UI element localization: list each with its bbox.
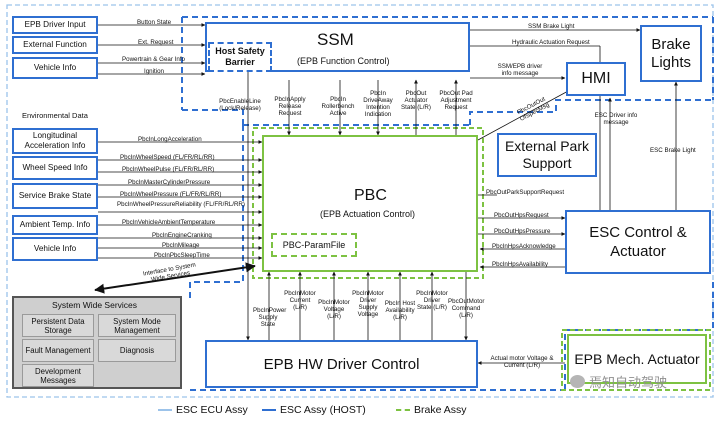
legend-brake-label: Brake Assy [414, 404, 467, 416]
pbc-paramfile-box: PBC-ParamFile [271, 233, 357, 257]
esc-control-box: ESC Control & Actuator [565, 210, 711, 274]
signal-hps-request: PbcOutHpsRequest [494, 212, 549, 219]
signal-actual-motor: Actual motor Voltage & Current (L/R) [490, 355, 554, 369]
pbc-block: PBC (EPB Actuation Control) PBC-ParamFil… [262, 135, 478, 272]
watermark-text: 焉知自动驾驶 [589, 375, 668, 390]
signal-wheel-pulse: PbcInWheelPulse (FL/FR/RL/RR) [122, 166, 215, 173]
signal-wheel-speed: PbcInWheelSpeed (FL/FR/RL/RR) [120, 154, 215, 161]
signal-park-support-req: PbcOutParkSupportRequest [486, 189, 565, 196]
ssm-title: SSM [317, 30, 354, 49]
signal-hps-avail: PbcInHpsAvailability [492, 261, 548, 268]
sws-diagnosis: Diagnosis [98, 339, 176, 362]
pbc-subtitle: (EPB Actuation Control) [320, 209, 416, 219]
sws-development-messages: Development Messages [22, 364, 94, 387]
signal-host-avail: PbcIn Host Availability (L/R) [384, 300, 416, 321]
sws-fault-management: Fault Management [22, 339, 94, 362]
signal-powertrain-gear: Powertrain & Gear Info [122, 56, 185, 63]
signal-ssm-brake-light: SSM Brake Light [528, 23, 575, 30]
signal-mileage: PbcInMileage [162, 242, 200, 249]
signal-motor-command: PbcOutMotor Command (L/R) [448, 298, 485, 319]
signal-motor-voltage: PbcInMotor Voltage (L/R) [318, 299, 350, 320]
wechat-icon [570, 375, 585, 388]
hmi-box: HMI [566, 62, 626, 96]
signal-long-acc: PbcInLongAcceleration [138, 136, 202, 143]
longitudinal-acc-box: Longitudinal Acceleration Info [12, 128, 98, 154]
signal-sleep-time: PbcInPbcSleepTime [154, 252, 210, 259]
brake-lights-box: Brake Lights [640, 25, 702, 82]
signal-hydraulic-request: Hydraulic Actuation Request [512, 39, 590, 46]
signal-ignition: Ignition [144, 68, 164, 75]
signal-pbc-out-pad: PbcOut Pad Adjustment Request [439, 90, 473, 111]
signal-ssm-epb-driver-info: SSM/EPB driver info message [497, 63, 543, 77]
legend-brake: Brake Assy [396, 404, 467, 416]
signal-motor-current: PbcInMotor Current (L/R) [284, 290, 316, 311]
signal-pbc-out-actuator-state: PbcOut Actuator State (L/R) [401, 90, 431, 111]
watermark: 焉知自动驾驶 [570, 372, 667, 391]
epb-driver-input-box: EPB Driver Input [12, 16, 98, 34]
legend-host-label: ESC Assy (HOST) [280, 404, 366, 416]
signal-motor-driver-state: PbcInMotor Driver State (L/R) [416, 290, 448, 311]
vehicle-info-bottom-box: Vehicle Info [12, 237, 98, 261]
epb-mech-actuator-box: EPB Mech. Actuator [567, 334, 707, 384]
ambient-temp-box: Ambient Temp. Info [12, 215, 98, 235]
signal-engine-cranking: PbcInEngineCranking [152, 232, 212, 239]
signal-esc-brake-light: ESC Brake Light [650, 147, 696, 154]
vehicle-info-top-box: Vehicle Info [12, 57, 98, 79]
signal-hps-ack: PbcInHpsAcknowledge [492, 243, 556, 250]
sws-system-mode-mgmt: System Mode Management [98, 314, 176, 337]
signal-power-supply: PbcInPower Supply State [253, 307, 287, 328]
external-function-box: External Function [12, 36, 98, 54]
signal-ambient-temp: PbcInVehicleAmbientTemperature [122, 219, 216, 226]
service-brake-box: Service Brake State [12, 183, 98, 209]
epb-hw-driver-box: EPB HW Driver Control [205, 340, 478, 388]
legend-esc-ecu: ESC ECU Assy [158, 404, 248, 416]
pbc-title: PBC [354, 187, 387, 204]
signal-master-cyl: PbcInMasterCylinderPressure [128, 179, 211, 186]
legend-host-swatch [262, 409, 276, 411]
environmental-data-heading: Environmental Data [22, 111, 88, 120]
signal-ext-request: Ext. Request [138, 39, 174, 46]
signal-hps-pressure: PbcOutHpsPressure [494, 228, 551, 235]
signal-wheel-pressure-rel: PbcInWheelPressureReliability (FL/FR/RL/… [117, 201, 245, 208]
legend-ecu-label: ESC ECU Assy [176, 404, 248, 416]
signal-wheel-pressure: PbcInWheelPressure (FL/FR/RL/RR) [120, 191, 222, 198]
signal-esc-driver-info: ESC Driver info message [594, 112, 638, 126]
wheel-speed-box: Wheel Speed Info [12, 156, 98, 180]
signal-motor-driver-supply: PbcInMotor Driver Supply Voltage [352, 290, 384, 318]
signal-pbc-in-driveaway: PbcIn DriveAway Intention Indication [363, 90, 393, 118]
sws-title: System Wide Services [52, 300, 138, 310]
signal-pbc-in-roller: PbcIn Rollerbench Active [321, 96, 355, 117]
legend-brake-swatch [396, 409, 410, 411]
legend-ecu-swatch [158, 409, 172, 411]
signal-button-state: Button State [137, 19, 172, 26]
signal-pbc-enable-line: PbcEnableLine (Lock/Release) [219, 98, 261, 112]
signal-pbc-in-apply: PbcInApply Release Request [274, 96, 306, 117]
host-safety-barrier-box: Host Safety Barrier [208, 42, 272, 72]
ssm-subtitle: (EPB Function Control) [297, 56, 390, 66]
legend-esc-host: ESC Assy (HOST) [262, 404, 366, 416]
sws-persistent-storage: Persistent Data Storage [22, 314, 94, 337]
external-park-support-box: External Park Support [497, 133, 597, 177]
